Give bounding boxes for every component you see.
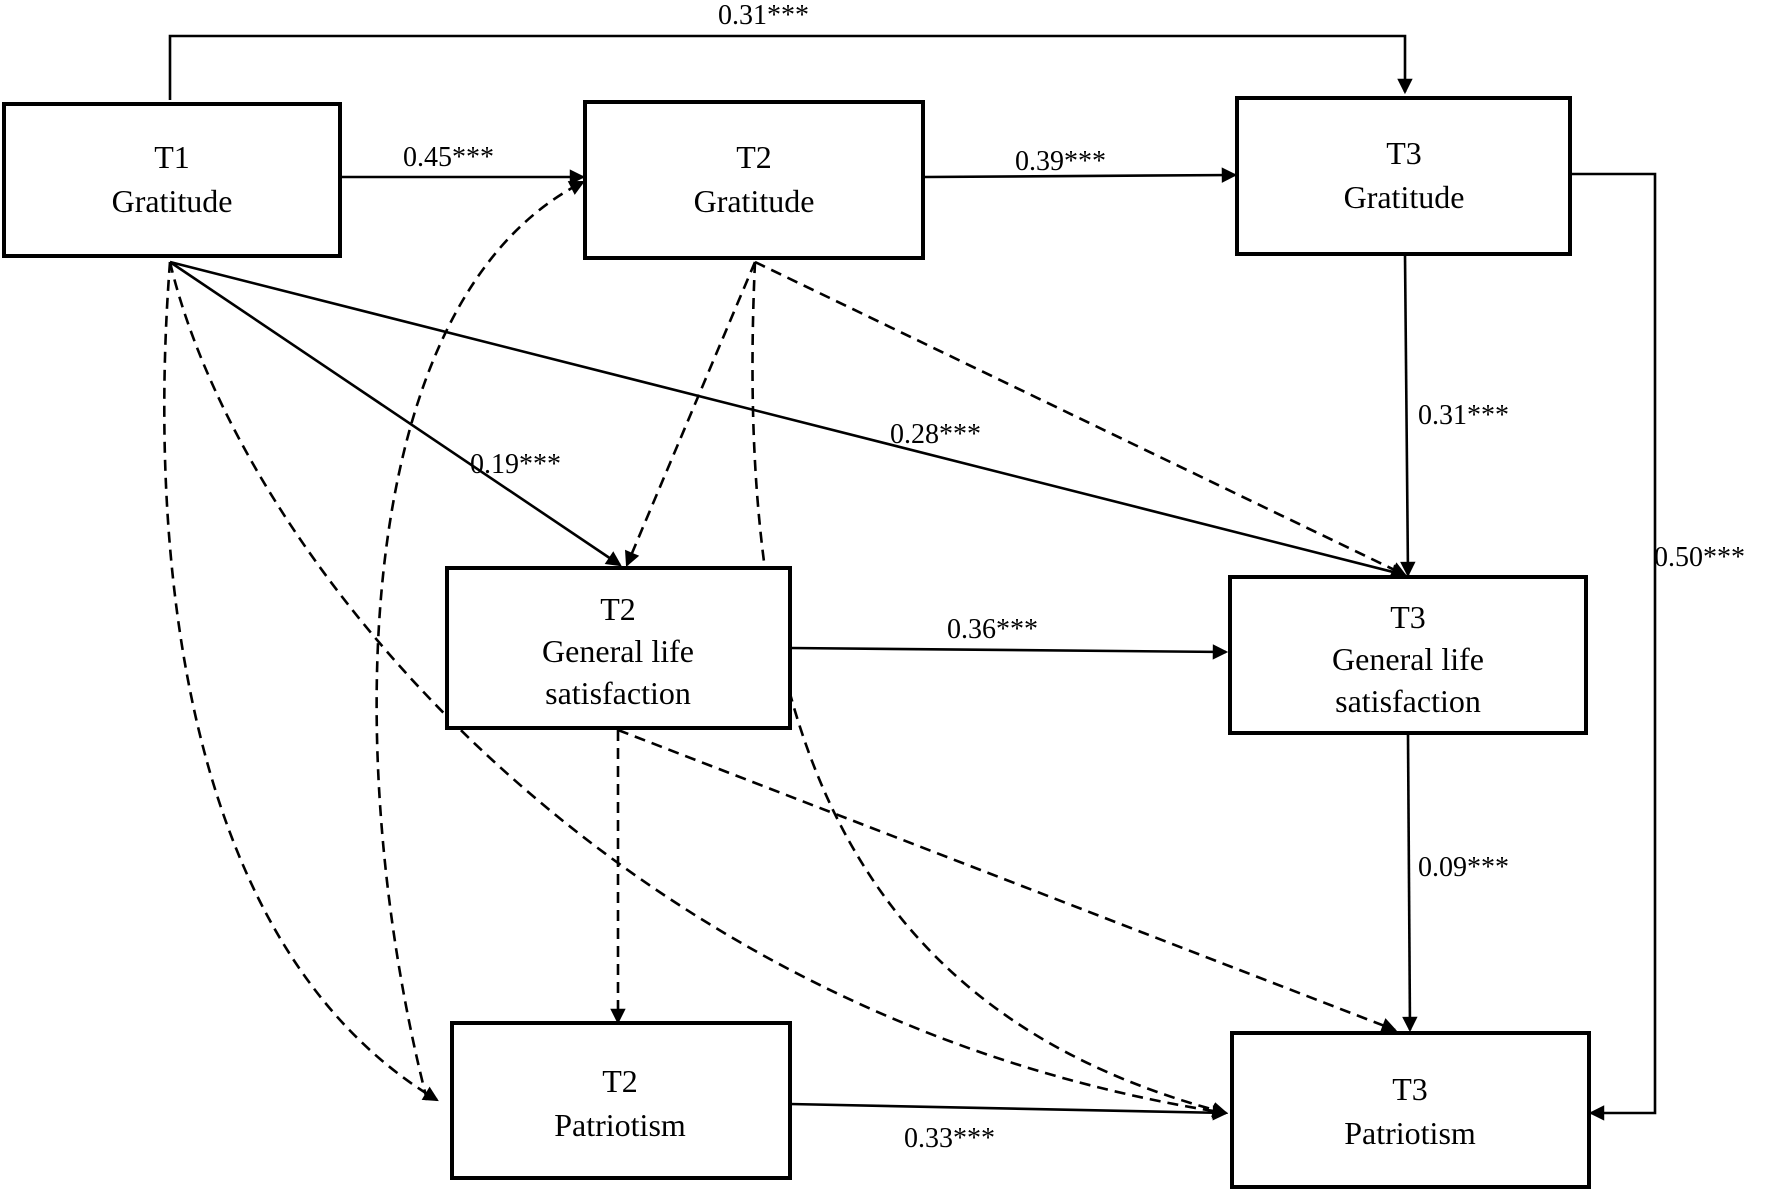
node-t3-gratitude: T3 Gratitude <box>1235 96 1572 256</box>
node-t1-gratitude: T1 Gratitude <box>2 102 342 258</box>
edge-t1-gratitude-to-t3-life-satisfaction <box>169 260 1408 580</box>
node-t2-gratitude-line1: T2 <box>736 139 772 175</box>
edge-t2-life-satisfaction-to-t3-life-satisfaction <box>789 644 1229 660</box>
node-t3-patriotism: T3 Patriotism <box>1230 1031 1591 1189</box>
node-t3-life-satisfaction-line2: General life <box>1332 641 1484 677</box>
edge-t2-gratitude-to-t3-life-satisfaction <box>754 260 1407 577</box>
node-t2-gratitude: T2 Gratitude <box>583 100 925 260</box>
node-t1-gratitude-line2: Gratitude <box>112 183 233 219</box>
edge-t2-gratitude-to-t2-life-satisfaction <box>625 261 757 567</box>
edge-t2-gratitude-to-t3-gratitude <box>924 167 1238 183</box>
edge-label-t1g-t2ls: 0.19*** <box>470 449 561 480</box>
edge-label-t1g-t2g: 0.45*** <box>403 142 494 173</box>
node-t2-patriotism-line1: T2 <box>602 1063 638 1099</box>
edge-t2-patriotism-to-t2-gratitude <box>375 180 585 1101</box>
edge-t3-gratitude-to-t3-life-satisfaction <box>1400 254 1416 578</box>
node-t3-life-satisfaction: T3 General life satisfaction <box>1228 575 1588 735</box>
edge-label-t2p-t3p: 0.33*** <box>904 1123 995 1154</box>
edge-label-t3g-t3ls: 0.31*** <box>1418 400 1509 431</box>
edge-label-t1g-t3ls: 0.28*** <box>890 419 981 450</box>
edge-label-t2g-t3g: 0.39*** <box>1015 146 1106 177</box>
node-t2-life-satisfaction-line1: T2 <box>600 591 636 627</box>
node-t3-life-satisfaction-line3: satisfaction <box>1335 683 1481 719</box>
node-t2-life-satisfaction-line2: General life <box>542 633 694 669</box>
edge-t2-patriotism-to-t3-patriotism <box>789 1102 1229 1121</box>
edge-t2-life-satisfaction-to-t3-patriotism <box>617 728 1398 1033</box>
node-t2-life-satisfaction-line3: satisfaction <box>545 675 691 711</box>
node-t2-life-satisfaction: T2 General life satisfaction <box>445 566 792 730</box>
node-t2-gratitude-line2: Gratitude <box>694 183 815 219</box>
node-t2-patriotism-line2: Patriotism <box>554 1107 686 1143</box>
edge-t3-gratitude-to-t3-patriotism <box>1572 172 1657 1121</box>
node-t3-patriotism-line2: Patriotism <box>1344 1115 1476 1151</box>
edge-label-t3g-t3p: 0.50*** <box>1654 542 1745 573</box>
node-t2-patriotism: T2 Patriotism <box>450 1021 792 1180</box>
node-t3-patriotism-line1: T3 <box>1392 1071 1428 1107</box>
edge-label-t3ls-t3p: 0.09*** <box>1418 852 1509 883</box>
edge-label-t2ls-t3ls: 0.36*** <box>947 614 1038 645</box>
edge-t3-life-satisfaction-to-t3-patriotism <box>1402 734 1418 1033</box>
edge-t1-gratitude-to-t3-gratitude <box>168 34 1413 100</box>
edge-t1-gratitude-to-t2-life-satisfaction <box>169 260 622 567</box>
edge-t2-gratitude-to-t3-patriotism <box>751 261 1229 1118</box>
node-t1-gratitude-line1: T1 <box>154 139 190 175</box>
node-t3-gratitude-line2: Gratitude <box>1344 179 1465 215</box>
edge-t1-gratitude-to-t3-patriotism <box>168 261 1229 1119</box>
edge-t1-gratitude-to-t2-patriotism <box>163 261 439 1102</box>
node-t3-life-satisfaction-line1: T3 <box>1390 599 1426 635</box>
node-t3-gratitude-line1: T3 <box>1386 135 1422 171</box>
edge-label-t1g-t3g: 0.31*** <box>718 0 809 31</box>
